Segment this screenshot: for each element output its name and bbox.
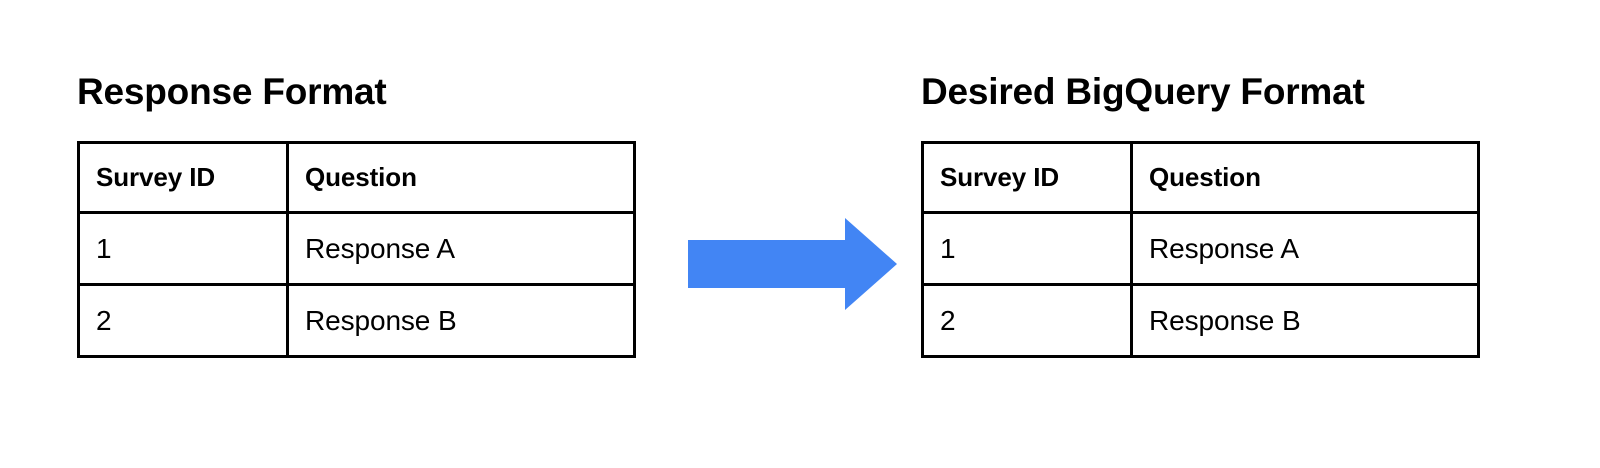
panel-desired-bigquery-format: Desired BigQuery Format Survey ID Questi… [921,0,1480,468]
table-header-row: Survey ID Question [77,141,636,214]
table-row: 2 Response B [921,283,1480,358]
panel-title-response-format: Response Format [77,71,387,112]
cell-survey-id: 2 [77,283,289,358]
column-header-question: Question [1130,141,1480,214]
cell-question: Response B [1130,283,1480,358]
column-header-survey-id: Survey ID [77,141,289,214]
cell-survey-id: 1 [921,211,1133,286]
right-arrow-icon [688,218,897,310]
column-header-survey-id: Survey ID [921,141,1133,214]
table-row: 2 Response B [77,283,636,358]
panel-response-format: Response Format Survey ID Question 1 Res… [77,0,636,468]
table-row: 1 Response A [921,211,1480,286]
table-desired-bigquery-format: Survey ID Question 1 Response A 2 Respon… [921,141,1480,358]
table-header-row: Survey ID Question [921,141,1480,214]
panel-title-desired-bigquery-format: Desired BigQuery Format [921,71,1365,112]
cell-question: Response A [1130,211,1480,286]
cell-survey-id: 2 [921,283,1133,358]
transformation-arrow [685,213,900,315]
cell-question: Response A [286,211,636,286]
cell-survey-id: 1 [77,211,289,286]
column-header-question: Question [286,141,636,214]
table-response-format: Survey ID Question 1 Response A 2 Respon… [77,141,636,358]
table-row: 1 Response A [77,211,636,286]
cell-question: Response B [286,283,636,358]
right-arrow-shape [688,218,897,310]
